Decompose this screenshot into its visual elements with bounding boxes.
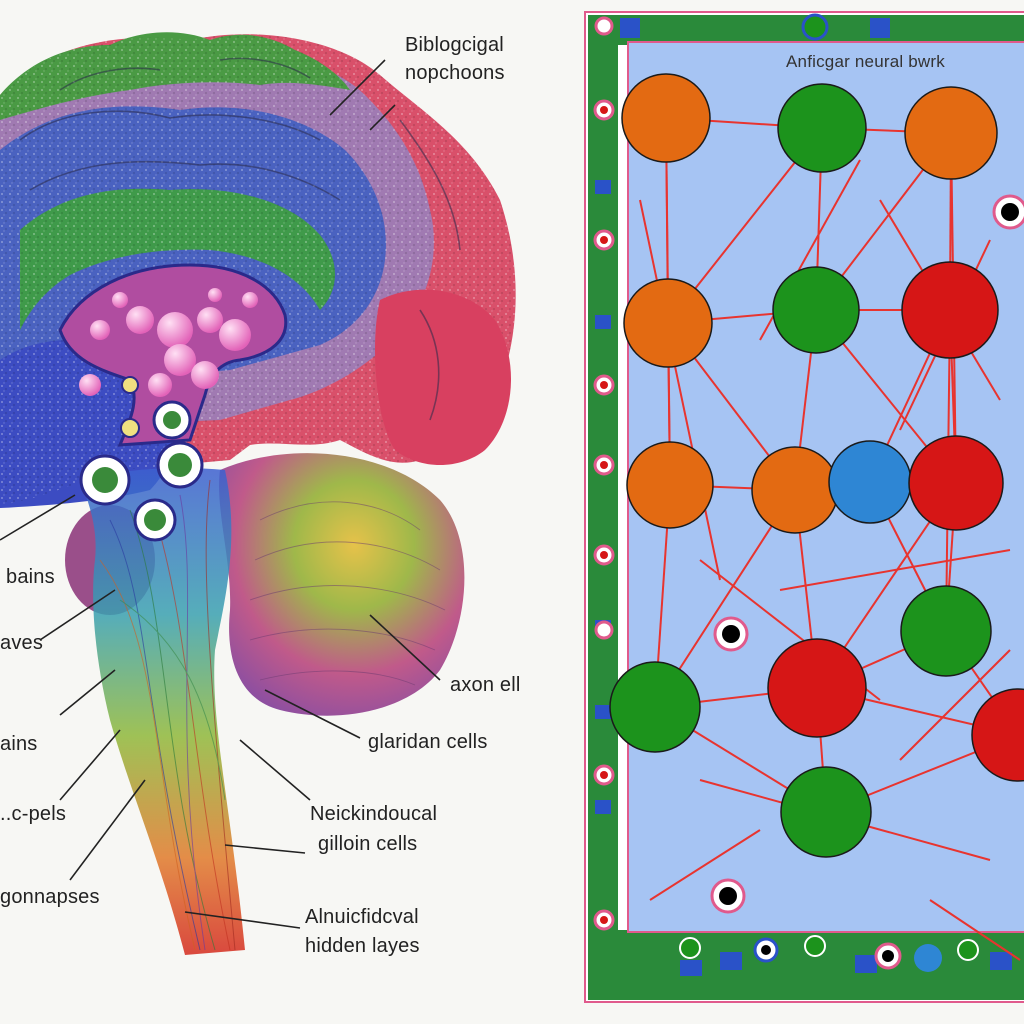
label-gilloin: gilloin cells: [318, 833, 417, 855]
label-cpels: ..c-pels: [0, 803, 66, 825]
red-neuron: [909, 436, 1003, 530]
label-bains: bains: [6, 566, 55, 588]
label-gonnapses: gonnapses: [0, 886, 100, 908]
red-neuron: [768, 639, 866, 737]
brain-illustration: [0, 32, 516, 955]
green-neuron: [901, 586, 991, 676]
label-axon: axon ell: [450, 674, 521, 696]
red-neuron: [902, 262, 998, 358]
orange-neuron: [622, 74, 710, 162]
green-neuron: [781, 767, 871, 857]
blue-neuron: [829, 441, 911, 523]
label-title-line1: Biblogcigal: [405, 34, 504, 56]
network-title: Anficgar neural bwrk: [786, 51, 945, 73]
green-neuron: [610, 662, 700, 752]
ann-panel: [585, 12, 1024, 1002]
label-glaridan: glaridan cells: [368, 731, 488, 753]
orange-neuron: [905, 87, 997, 179]
cerebellum: [219, 453, 464, 716]
green-neuron: [773, 267, 859, 353]
green-neuron: [778, 84, 866, 172]
label-neickindoucal: Neickindoucal: [310, 803, 437, 825]
label-hidden-layers: hidden layes: [305, 935, 420, 957]
label-ains: ains: [0, 733, 38, 755]
label-title-line2: nopchoons: [405, 62, 505, 84]
orange-neuron: [752, 447, 838, 533]
orange-neuron: [624, 279, 712, 367]
cortex-red-lobe: [375, 290, 511, 465]
orange-neuron: [627, 442, 713, 528]
label-aves: aves: [0, 632, 43, 654]
label-alnuicfidcval: Alnuicfidcval: [305, 906, 419, 928]
